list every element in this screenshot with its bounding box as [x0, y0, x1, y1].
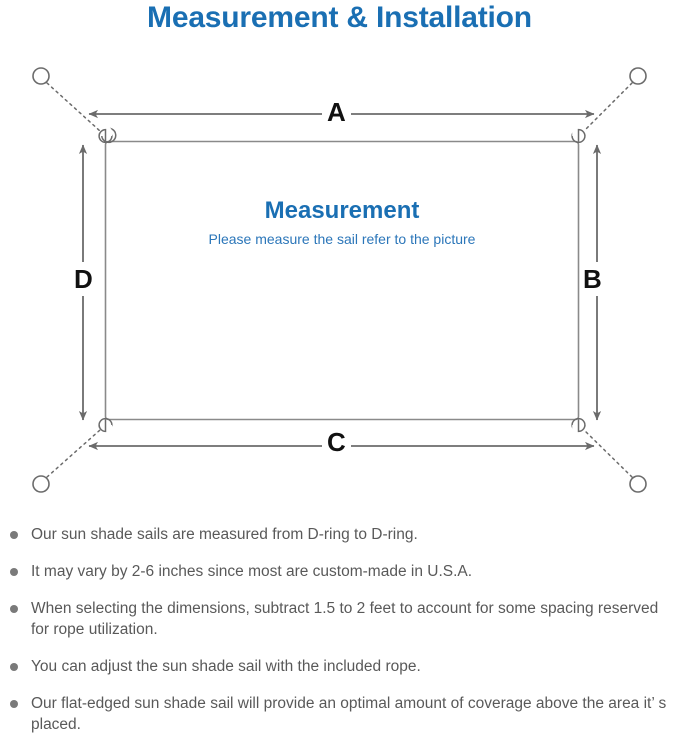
list-item: Our sun shade sails are measured from D-… [0, 524, 679, 545]
list-item: Our flat-edged sun shade sail will provi… [0, 693, 679, 735]
anchor-ring-bottom-right [629, 475, 647, 493]
sail-rectangle [104, 140, 580, 421]
bullet-icon [10, 700, 18, 708]
list-item: You can adjust the sun shade sail with t… [0, 656, 679, 677]
rope-bottom-right [583, 429, 633, 478]
note-text: Our sun shade sails are measured from D-… [31, 526, 418, 543]
page-title: Measurement & Installation [147, 1, 532, 34]
bullet-icon [10, 605, 18, 613]
rope-lines [46, 82, 633, 478]
list-item: When selecting the dimensions, subtract … [0, 598, 679, 640]
anchor-ring-bottom-left [32, 475, 50, 493]
bullet-icon [10, 663, 18, 671]
note-text: When selecting the dimensions, subtract … [31, 600, 659, 638]
note-text: You can adjust the sun shade sail with t… [31, 658, 421, 675]
list-item: It may vary by 2-6 inches since most are… [0, 561, 679, 582]
note-text: Our flat-edged sun shade sail will provi… [31, 695, 667, 733]
dimension-label-a: A [322, 99, 351, 125]
notes-list: Our sun shade sails are measured from D-… [0, 524, 679, 751]
note-text: It may vary by 2-6 inches since most are… [31, 563, 473, 580]
anchor-ring-top-right [629, 67, 647, 85]
anchor-rings [32, 67, 647, 493]
rope-top-left [46, 82, 101, 132]
dimension-label-d: D [71, 262, 96, 296]
dimension-label-b: B [580, 262, 605, 296]
rope-top-right [583, 82, 633, 132]
bullet-icon [10, 531, 18, 539]
dimension-arrows [78, 109, 602, 451]
d-ring-top-left [101, 127, 117, 143]
dimension-label-c: C [322, 429, 351, 455]
anchor-ring-top-left [32, 67, 50, 85]
corner-d-rings [98, 125, 586, 436]
bullet-icon [10, 568, 18, 576]
rope-bottom-left [46, 429, 101, 478]
